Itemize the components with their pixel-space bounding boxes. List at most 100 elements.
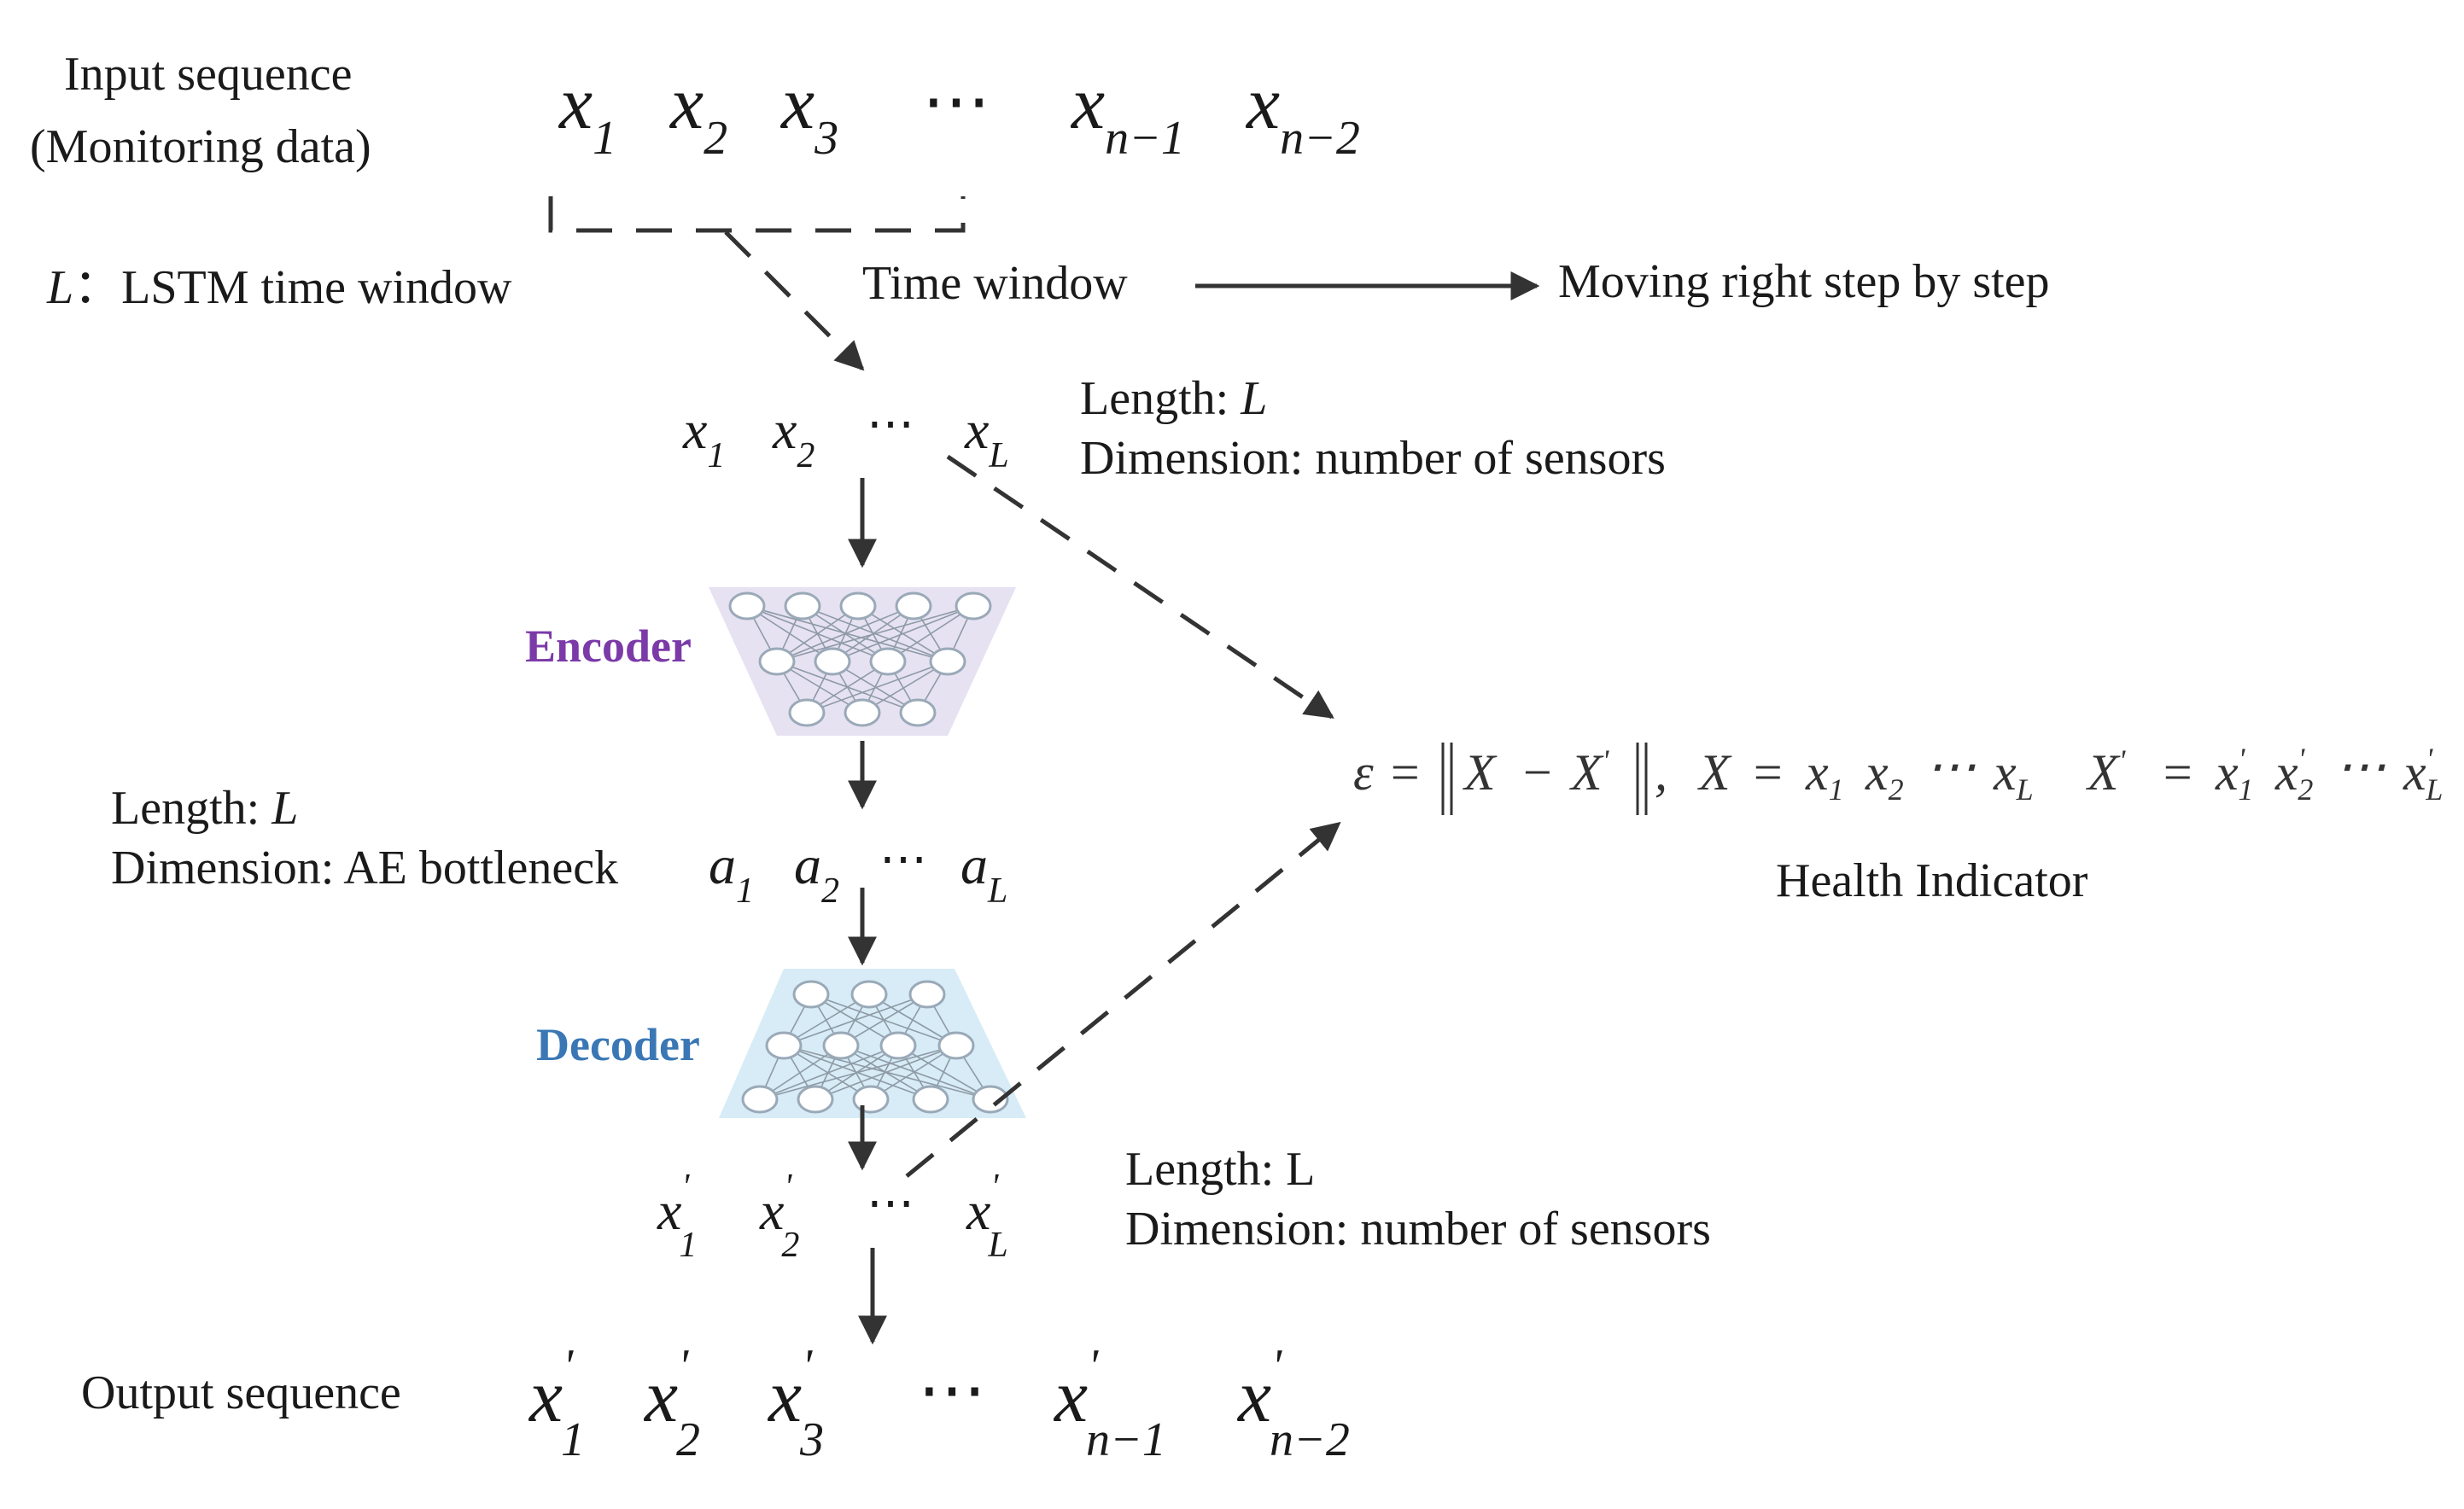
moving-right-label: Moving right step by step — [1558, 255, 2050, 308]
formula-xL: xL — [1993, 744, 2034, 807]
output-length-label: Length: L — [1125, 1143, 1315, 1196]
network-node — [869, 647, 907, 676]
bottleneck-length-label: Length: L — [111, 782, 298, 835]
time-window-bracket — [548, 196, 966, 233]
formula-x2p: x'2 — [2274, 742, 2313, 807]
recon-xL: x'L — [966, 1168, 1008, 1265]
input-sequence-label: Input sequence — [64, 48, 352, 101]
network-node — [879, 1031, 917, 1060]
network-node — [850, 980, 888, 1009]
input-sequence: x1 x2 x3 ⋯ xn−1 xn−2 — [558, 62, 1360, 165]
network-node — [797, 1085, 834, 1114]
network-node — [814, 647, 851, 676]
health-indicator-formula: ε = X − X' , X = x1 x2 ⋯ xL X' = x'1 x'2… — [1353, 738, 2443, 815]
output-x2: x'2 — [643, 1340, 700, 1466]
network-edge — [759, 1045, 899, 1100]
network-node — [852, 1085, 890, 1114]
output-x3: x'3 — [767, 1340, 824, 1466]
output-sequence-label: Output sequence — [81, 1366, 401, 1419]
formula-xLp: x'L — [2403, 742, 2443, 807]
formula-ellipsis-2: ⋯ — [2335, 738, 2386, 795]
output-xn-2: x'n−2 — [1236, 1340, 1350, 1466]
network-node — [788, 698, 826, 727]
network-edge — [759, 1045, 957, 1100]
network-node — [728, 591, 766, 620]
window-x1: x1 — [682, 399, 725, 475]
recon-to-hi-arrow — [905, 821, 1341, 1178]
output-dimension-label: Dimension: number of sensors — [1125, 1203, 1711, 1256]
network-node — [972, 1085, 1009, 1114]
network-node — [908, 980, 946, 1009]
formula-ellipsis-1: ⋯ — [1925, 738, 1976, 795]
network-node — [839, 591, 877, 620]
network-edge — [815, 1045, 957, 1100]
network-node — [912, 1085, 949, 1114]
network-edge — [783, 993, 928, 1046]
network-edge — [832, 605, 974, 662]
formula-x1: x1 — [1805, 744, 1844, 807]
network-edge — [870, 1045, 957, 1100]
window-ellipsis: ⋯ — [867, 398, 914, 451]
formula-Xprime-def: X' — [2086, 743, 2127, 801]
encoder-network-icon — [709, 587, 1016, 736]
formula-Xprime: X' — [1569, 743, 1610, 801]
bottleneck-dimension-label: Dimension: AE bottleneck — [111, 842, 618, 894]
health-indicator-label: Health Indicator — [1776, 854, 2088, 907]
window-xL: xL — [964, 399, 1009, 475]
encoder-label: Encoder — [525, 620, 692, 672]
network-node — [955, 591, 992, 620]
network-node — [741, 1085, 779, 1114]
network-node — [792, 980, 830, 1009]
network-node — [929, 647, 966, 676]
window-length-label: Length: L — [1080, 372, 1267, 425]
window-x2: x2 — [772, 399, 815, 475]
network-edge — [776, 605, 914, 662]
input-sequence-sublabel: (Monitoring data) — [30, 120, 371, 173]
bottleneck-ellipsis: ⋯ — [879, 833, 927, 886]
network-edge — [806, 661, 949, 714]
network-node — [899, 698, 937, 727]
lstm-window-label: L：LSTM time window — [46, 261, 512, 314]
formula-equals-3: = — [2160, 744, 2195, 801]
reconstructed-sequence: x'1 x'2 ⋯ x'L — [657, 1168, 1008, 1265]
network-node — [822, 1031, 860, 1060]
network-edge — [776, 605, 974, 662]
network-node — [844, 698, 881, 727]
output-xn-1: x'n−1 — [1053, 1340, 1166, 1466]
encoder-funnel — [709, 587, 1016, 736]
input-x3: x3 — [779, 62, 838, 165]
formula-minus: − — [1520, 744, 1555, 801]
input-to-hi-arrow — [946, 454, 1334, 720]
formula-comma: , — [1655, 744, 1667, 801]
bottleneck-sequence: a1 a2 ⋯ aL — [709, 833, 1007, 911]
formula-x2: x2 — [1865, 744, 1904, 807]
input-xn-1: xn−1 — [1070, 62, 1185, 165]
window-sequence: x1 x2 ⋯ xL — [682, 398, 1009, 475]
window-dimension-label: Dimension: number of sensors — [1080, 432, 1666, 485]
window-extract-arrow — [724, 230, 865, 371]
formula-x1p: x'1 — [2215, 742, 2253, 807]
time-window-label: Time window — [862, 257, 1128, 310]
network-node — [765, 1031, 803, 1060]
network-node — [895, 591, 932, 620]
input-x2: x2 — [669, 62, 727, 165]
recon-x1: x'1 — [657, 1168, 697, 1265]
output-x1: x'1 — [528, 1340, 585, 1466]
formula-epsilon: ε — [1353, 744, 1374, 801]
network-edge — [746, 605, 949, 662]
formula-X-def: X — [1697, 744, 1732, 801]
input-ellipsis: ⋯ — [922, 64, 990, 139]
decoder-network-icon — [719, 969, 1026, 1118]
recon-x2: x'2 — [759, 1168, 799, 1265]
bottleneck-a1: a1 — [709, 835, 754, 911]
decoder-label: Decoder — [536, 1019, 700, 1070]
bottleneck-a2: a2 — [794, 835, 839, 911]
network-node — [758, 647, 796, 676]
network-node — [784, 591, 821, 620]
output-ellipsis: ⋯ — [918, 1353, 986, 1428]
recon-ellipsis: ⋯ — [867, 1177, 914, 1230]
formula-equals-1: = — [1387, 744, 1422, 801]
network-node — [937, 1031, 975, 1060]
network-edge — [840, 1045, 991, 1100]
